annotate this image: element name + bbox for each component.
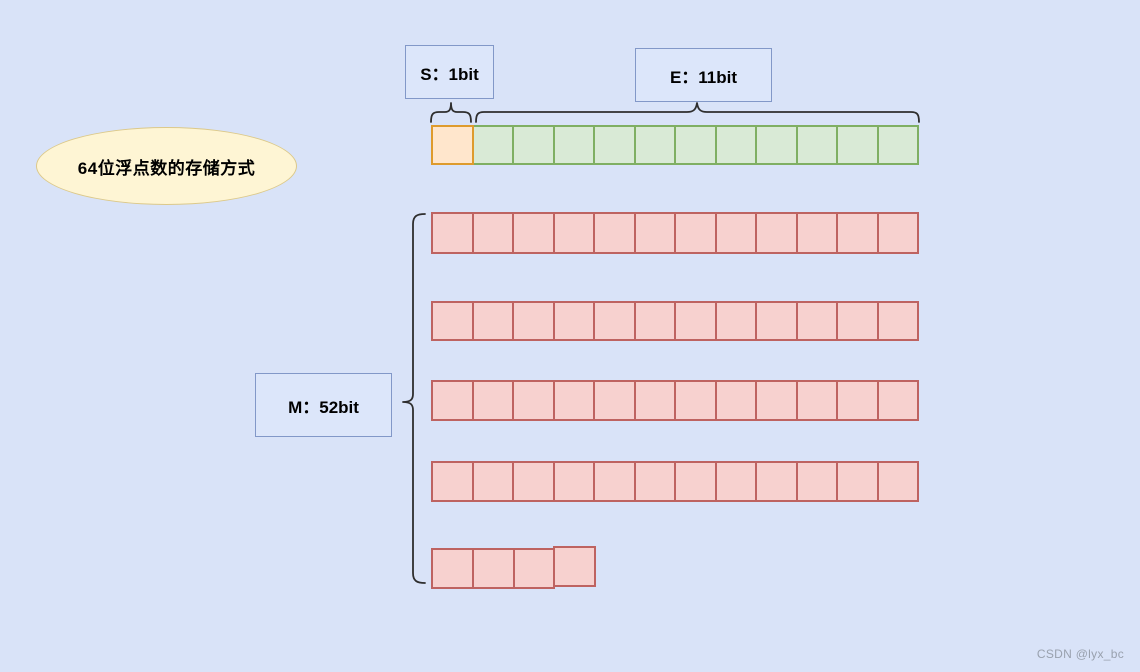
m-bit-cell	[876, 212, 919, 254]
m-bit-cell	[755, 301, 798, 341]
m-bit-cell	[714, 212, 757, 254]
m-bit-cell	[593, 380, 636, 421]
bit-row-sign-exponent	[431, 125, 919, 165]
m-bit-cell	[431, 212, 474, 254]
e-bit-cell	[552, 125, 595, 165]
m-bit-cell	[471, 301, 514, 341]
m-bit-cell	[633, 461, 676, 502]
m-bit-cell	[714, 461, 757, 502]
watermark: CSDN @lyx_bc	[1036, 647, 1124, 661]
bit-row-mantissa-1	[431, 212, 919, 254]
m-bit-cell	[552, 301, 595, 341]
m-bit-cell	[471, 461, 514, 502]
mantissa-label: M：52bit	[288, 397, 359, 417]
m-bit-cell	[674, 212, 717, 254]
title-ellipse: 64位浮点数的存储方式	[36, 127, 297, 205]
m-bit-cell	[795, 212, 838, 254]
m-bit-cell	[755, 380, 798, 421]
e-bit-cell	[633, 125, 676, 165]
m-bit-cell	[633, 301, 676, 341]
m-bit-cell	[633, 380, 676, 421]
m-bit-cell	[552, 212, 595, 254]
sign-brace	[430, 102, 472, 123]
m-bit-cell	[552, 461, 595, 502]
diagram-title: 64位浮点数的存储方式	[77, 158, 256, 178]
m-bit-cell	[755, 212, 798, 254]
m-bit-cell	[512, 461, 555, 502]
mantissa-label-box: M：52bit	[255, 373, 392, 437]
bit-row-mantissa-2	[431, 301, 919, 341]
m-bit-cell	[512, 548, 556, 589]
exponent-brace	[475, 102, 920, 123]
m-bit-cell	[593, 212, 636, 254]
m-bit-cell	[836, 380, 879, 421]
e-bit-cell	[512, 125, 555, 165]
bit-row-mantissa-3	[431, 380, 919, 421]
m-bit-cell	[876, 380, 919, 421]
m-bit-cell	[593, 461, 636, 502]
m-bit-cell	[876, 301, 919, 341]
m-bit-cell	[512, 212, 555, 254]
m-bit-cell	[512, 380, 555, 421]
m-bit-cell	[633, 212, 676, 254]
m-bit-cell	[471, 548, 515, 589]
e-bit-cell	[836, 125, 879, 165]
m-bit-cell	[836, 212, 879, 254]
m-bit-cell	[836, 461, 879, 502]
e-bit-cell	[755, 125, 798, 165]
m-bit-cell	[795, 301, 838, 341]
e-bit-cell	[674, 125, 717, 165]
mantissa-brace	[402, 213, 426, 584]
m-bit-cell	[876, 461, 919, 502]
m-bit-cell	[431, 301, 474, 341]
exponent-label-box: E：11bit	[635, 48, 772, 102]
m-bit-cell	[674, 301, 717, 341]
m-bit-cell	[674, 461, 717, 502]
m-bit-cell	[471, 212, 514, 254]
bit-row-mantissa-4	[431, 461, 919, 502]
s-bit-cell	[431, 125, 474, 165]
m-bit-cell	[836, 301, 879, 341]
m-bit-cell	[755, 461, 798, 502]
e-bit-cell	[714, 125, 757, 165]
m-bit-cell	[431, 380, 474, 421]
m-bit-cell	[471, 380, 514, 421]
m-bit-cell	[431, 548, 474, 589]
m-bit-cell	[552, 380, 595, 421]
sign-label-box: S：1bit	[405, 45, 494, 99]
m-bit-cell	[674, 380, 717, 421]
m-bit-cell	[553, 546, 596, 587]
m-bit-cell	[431, 461, 474, 502]
m-bit-cell	[593, 301, 636, 341]
e-bit-cell	[795, 125, 838, 165]
m-bit-cell	[714, 380, 757, 421]
m-bit-cell	[512, 301, 555, 341]
e-bit-cell	[593, 125, 636, 165]
m-bit-cell	[795, 380, 838, 421]
bit-row-mantissa-5	[431, 546, 596, 589]
m-bit-cell	[795, 461, 838, 502]
sign-label: S：1bit	[420, 64, 479, 84]
m-bit-cell	[714, 301, 757, 341]
e-bit-cell	[471, 125, 514, 165]
e-bit-cell	[876, 125, 919, 165]
exponent-label: E：11bit	[669, 67, 738, 87]
